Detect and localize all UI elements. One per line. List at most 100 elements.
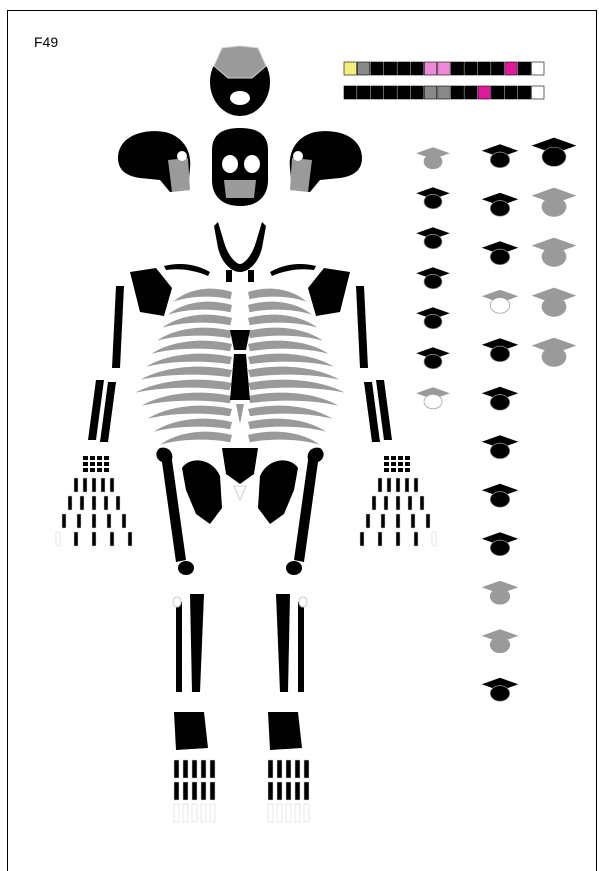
phalanx (83, 478, 87, 492)
phalanx (92, 496, 96, 510)
skull-frontal (212, 128, 268, 206)
vertebra-body (424, 394, 442, 408)
carpal (90, 468, 95, 472)
tooth-lower (491, 86, 503, 99)
vertebra-body (490, 152, 510, 168)
foot-phalanx (183, 782, 188, 800)
carpal (405, 456, 410, 460)
foot-phalanx (295, 782, 300, 800)
phalanx (396, 496, 400, 510)
phalanx (74, 478, 78, 492)
tooth-lower (532, 86, 544, 99)
foot-phalanx (210, 804, 215, 822)
carpal (391, 468, 396, 472)
rib-right (248, 367, 339, 380)
phalanx (396, 532, 400, 546)
phalanx (411, 514, 415, 528)
vertebra-body (542, 297, 566, 316)
foot-phalanx (201, 760, 206, 778)
phalanx (405, 478, 409, 492)
carpal (405, 462, 410, 466)
rib-left (168, 302, 232, 315)
tooth-upper (424, 62, 436, 75)
foot-phalanx (295, 804, 300, 822)
phalanx (110, 532, 114, 546)
vertebra-body (424, 194, 442, 208)
phalanx (128, 532, 132, 546)
thoracic-vertebrae (482, 144, 518, 701)
rib-right (248, 302, 312, 315)
dentition-chart (344, 62, 544, 99)
phalanx (432, 532, 436, 546)
carpal (83, 468, 88, 472)
vertebra-body (424, 354, 442, 368)
foot-phalanx (174, 760, 179, 778)
vertebra-body (542, 247, 566, 266)
rib-right (248, 419, 326, 432)
foot-phalanx (183, 804, 188, 822)
phalanx (381, 514, 385, 528)
tooth-lower (518, 86, 530, 99)
phalanx (92, 478, 96, 492)
foot-phalanx (286, 782, 291, 800)
tooth-upper (398, 62, 410, 75)
tibiae-fibulae (173, 594, 307, 692)
left-foot (174, 712, 215, 822)
phalanx (68, 496, 72, 510)
rib-left (142, 393, 232, 406)
tooth-upper (478, 62, 490, 75)
phalanx (80, 496, 84, 510)
tooth-upper (411, 62, 423, 75)
phalanx (74, 532, 78, 546)
rib-right (248, 406, 332, 419)
foot-phalanx (268, 760, 273, 778)
phalanx (414, 478, 418, 492)
rib-right (248, 315, 317, 328)
tooth-lower (384, 86, 396, 99)
vertebra-body (424, 274, 442, 288)
phalanx (101, 478, 105, 492)
rib-right (248, 341, 328, 354)
carpal (398, 468, 403, 472)
tooth-lower (451, 86, 463, 99)
tooth-lower (438, 86, 450, 99)
vertebra-body (490, 540, 510, 556)
vertebra-body (490, 443, 510, 459)
carpal (90, 456, 95, 460)
tooth-lower (357, 86, 369, 99)
carpal (97, 456, 102, 460)
tooth-lower (344, 86, 356, 99)
phalanx (378, 532, 382, 546)
carpal (384, 468, 389, 472)
rib-right (248, 289, 307, 302)
rib-right (248, 328, 323, 341)
foot-phalanx (304, 804, 309, 822)
tooth-upper (384, 62, 396, 75)
vertebra-body (490, 249, 510, 265)
foot-phalanx (192, 782, 197, 800)
phalanx (420, 496, 424, 510)
rib-left (141, 367, 232, 380)
tooth-upper (505, 62, 517, 75)
phalanx (372, 496, 376, 510)
phalanx (107, 514, 111, 528)
skull-lateral-right (290, 131, 362, 192)
tooth-upper (491, 62, 503, 75)
foot-phalanx (183, 760, 188, 778)
rib-left (135, 380, 232, 393)
tooth-lower (465, 86, 477, 99)
foot-phalanx (174, 804, 179, 822)
carpal (104, 456, 109, 460)
phalanx (92, 532, 96, 546)
rib-left (146, 354, 232, 367)
rib-left (154, 419, 232, 432)
vertebra-body (490, 492, 510, 508)
right-hand (360, 456, 436, 546)
foot-phalanx (201, 782, 206, 800)
carpal (398, 456, 403, 460)
vertebra-body (424, 234, 442, 248)
foot-phalanx (304, 760, 309, 778)
tooth-lower (398, 86, 410, 99)
foot-phalanx (304, 782, 309, 800)
